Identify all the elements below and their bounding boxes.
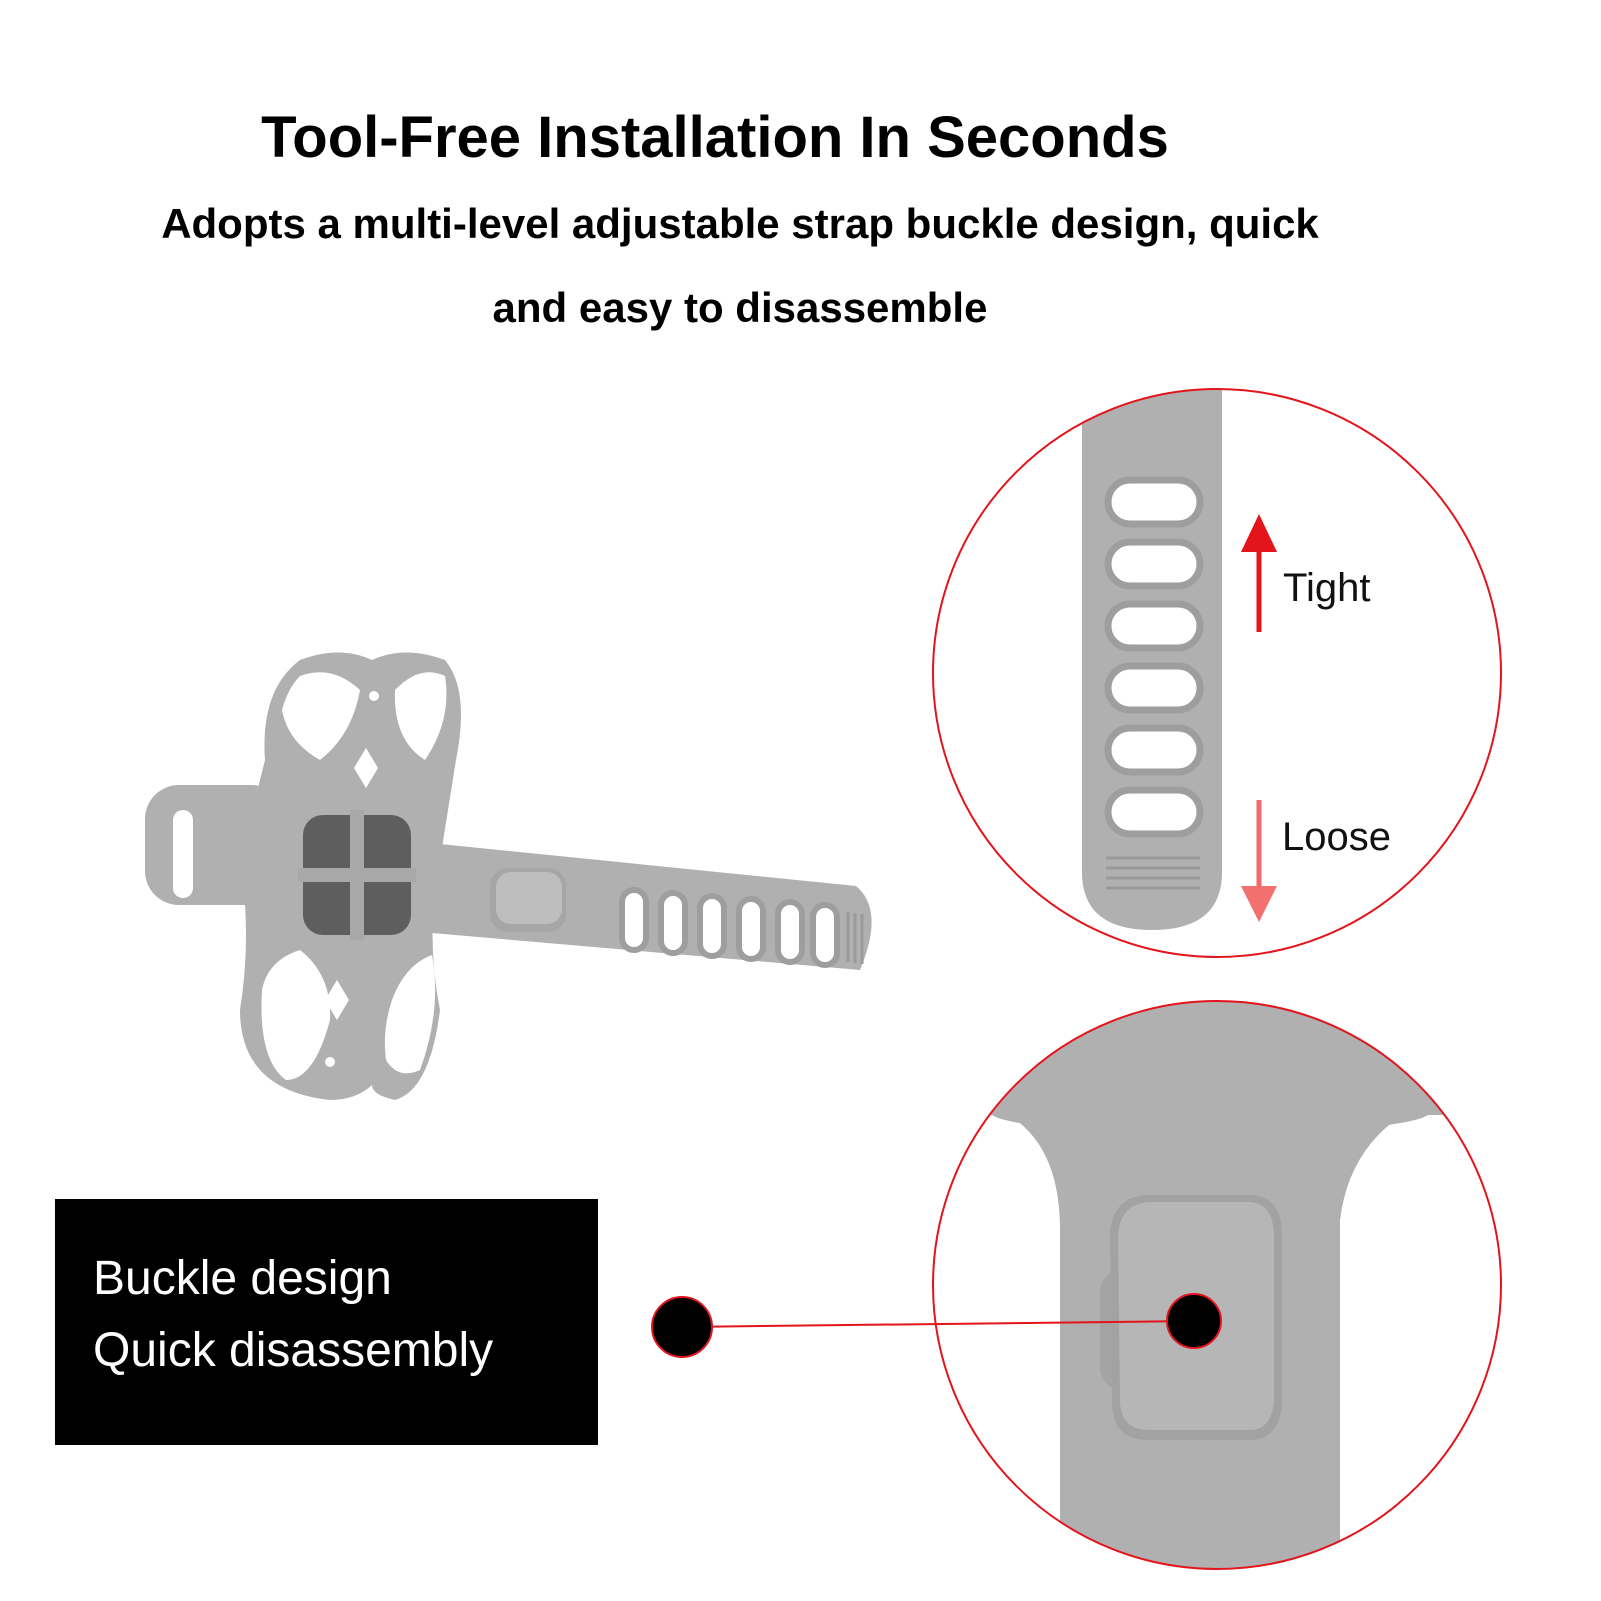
strap-zoom-circle [932,388,1502,958]
feature-line-buckle: Buckle design [93,1252,392,1305]
tightness-arrow-icon [1241,514,1277,922]
tight-label: Tight [1283,566,1371,610]
subheadline-line-2: and easy to disassemble [492,284,988,331]
feature-callout-box: Buckle design Quick disassembly [55,1199,598,1445]
headline: Tool-Free Installation In Seconds [261,105,1169,170]
buckle-zoom-circle [932,1000,1502,1570]
subheadline-line-1: Adopts a multi-level adjustable strap bu… [161,200,1319,247]
pointer-line [651,1293,1222,1358]
loose-label: Loose [1282,815,1391,859]
phone-holder-product [145,652,872,1100]
feature-line-disassembly: Quick disassembly [93,1324,494,1377]
